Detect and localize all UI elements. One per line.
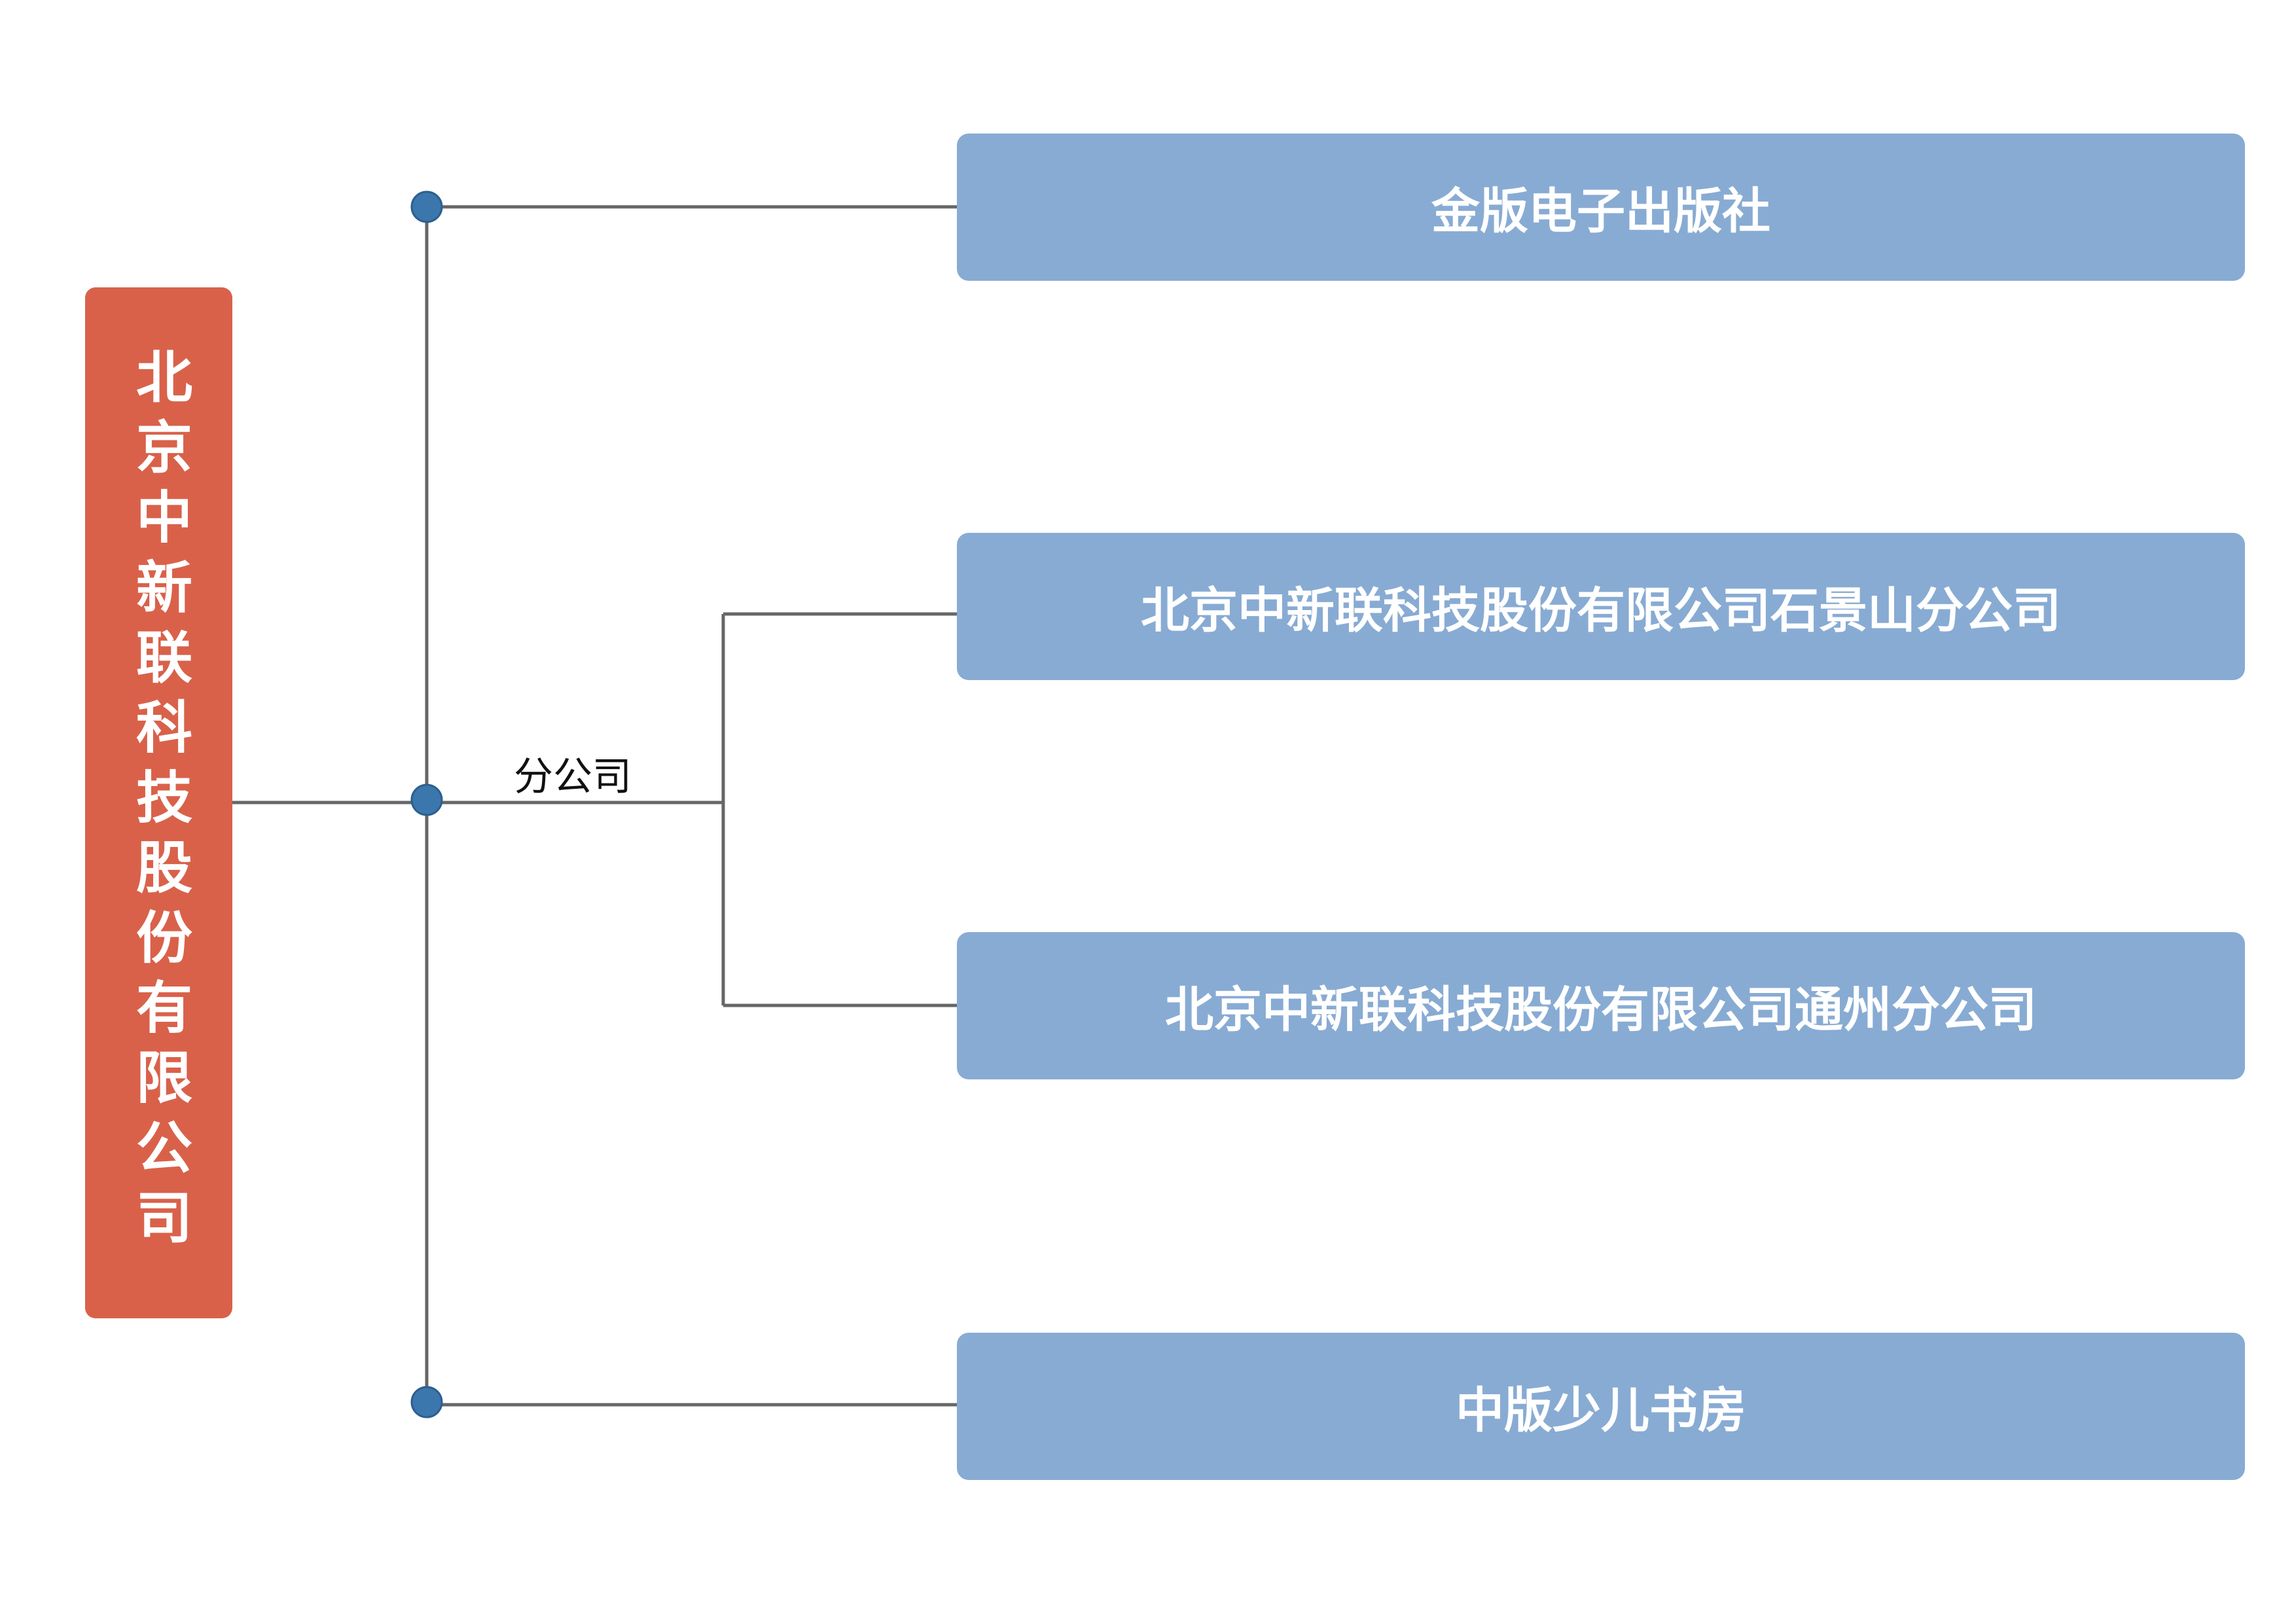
junction-dot-middle (410, 784, 443, 816)
child-node-shijingshan: 北京中新联科技股份有限公司石景山分公司 (957, 533, 2245, 680)
root-node: 北京中新联科技股份有限公司 (85, 287, 232, 1318)
child-node-tongzhou: 北京中新联科技股份有限公司通州分公司 (957, 932, 2245, 1079)
root-node-label: 北京中新联科技股份有限公司 (126, 348, 192, 1258)
child-node-label: 北京中新联科技股份有限公司通州分公司 (1165, 982, 2037, 1038)
junction-dot-top (410, 190, 443, 223)
child-node-label: 北京中新联科技股份有限公司石景山分公司 (1141, 583, 2061, 639)
junction-dot-bottom (410, 1386, 443, 1418)
child-node-label: 中版少儿书房 (1456, 1382, 1746, 1439)
child-node-jinban: 金版电子出版社 (957, 134, 2245, 281)
child-node-zhongban: 中版少儿书房 (957, 1333, 2245, 1480)
branch-group-label: 分公司 (514, 754, 632, 800)
child-node-label: 金版电子出版社 (1431, 183, 1770, 240)
